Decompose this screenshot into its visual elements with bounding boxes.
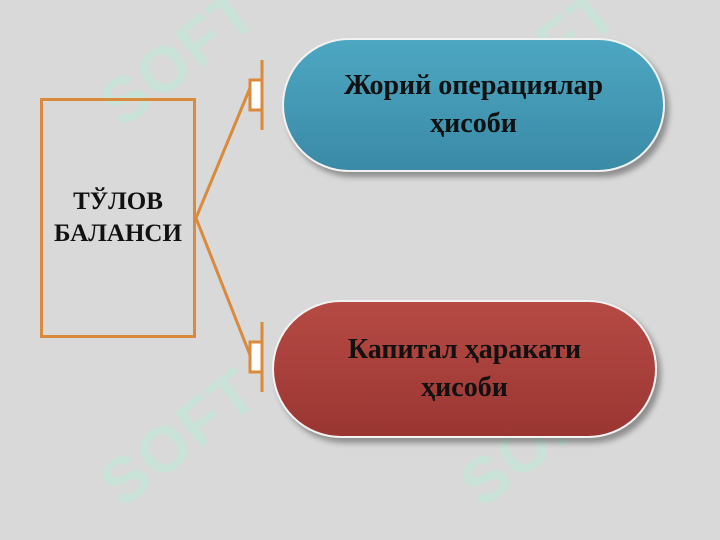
branch-node-label: Жорий операциялар ҳисоби (343, 70, 604, 139)
watermark: SOFT (86, 353, 272, 521)
branch-node-label: Капитал ҳаракати ҳисоби (347, 334, 582, 403)
root-node-label: ТЎЛОВ БАЛАНСИ (54, 188, 182, 247)
branch-node-capital-account: Капитал ҳаракати ҳисоби (272, 300, 657, 438)
root-node: ТЎЛОВ БАЛАНСИ (40, 98, 196, 338)
connector-top (194, 60, 264, 219)
branch-node-current-account: Жорий операциялар ҳисоби (282, 38, 665, 172)
